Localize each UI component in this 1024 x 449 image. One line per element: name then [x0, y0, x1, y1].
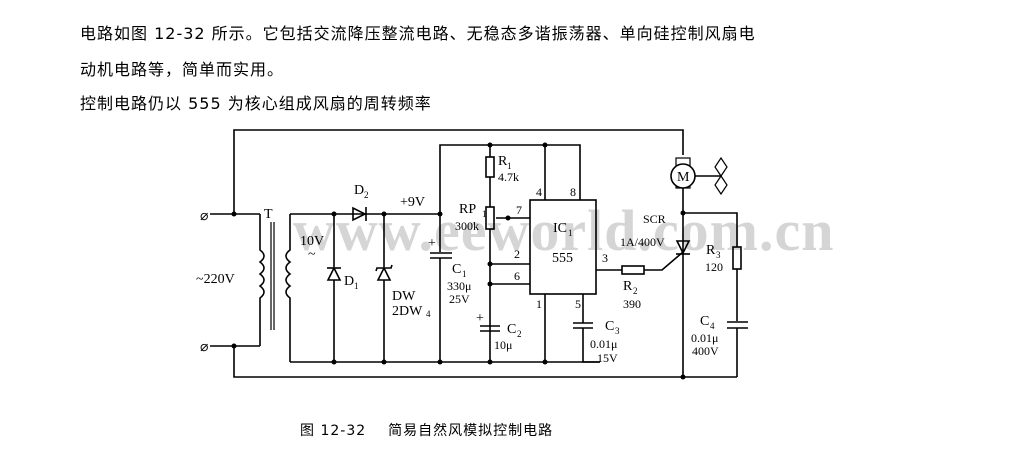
r2-sub: 2 [633, 286, 638, 296]
c4-sub: 4 [710, 321, 715, 331]
transformer-label: T [264, 207, 273, 222]
diode-d1-icon [326, 266, 342, 281]
pin-2-label: 2 [514, 247, 520, 261]
rp1-value: 300k [455, 219, 479, 233]
figure-title: 简易自然风模拟控制电路 [388, 423, 554, 439]
r2-value: 390 [623, 297, 641, 311]
diode-d2: D 2 [352, 183, 369, 222]
c3-value: 0.01μ [590, 337, 617, 351]
zener-icon [376, 266, 392, 281]
c2-polarity: + [476, 311, 484, 326]
d1-label: D [344, 274, 354, 289]
r3-sub: 3 [716, 250, 721, 260]
snubber: R 3 120 C 4 0.01μ 400V [683, 212, 748, 377]
r3-label: R [706, 243, 716, 258]
pin-4-label: 4 [536, 185, 542, 199]
ic1-part: 555 [552, 251, 573, 266]
diode-d1: D 1 [326, 211, 359, 365]
zener-dw: DW 2DW 4 [375, 211, 431, 365]
c1-rating: 25V [449, 292, 470, 306]
secondary-voltage-label: 10V [300, 234, 324, 249]
diode-d2-icon [352, 206, 367, 222]
ic-555: IC 1 555 4 8 7 2 6 3 1 5 [490, 185, 622, 365]
watermark: www.eeworld.com.cn [293, 198, 835, 263]
c4-rating: 400V [692, 344, 719, 358]
rp1-sub: 1 [482, 209, 487, 219]
ac-input-terminals: ⌀ ⌀ ~220V [196, 209, 260, 355]
pin-3-label: 3 [602, 251, 608, 265]
d2-sub: 2 [364, 190, 369, 200]
r1-icon [485, 156, 495, 178]
pin-6-label: 6 [514, 269, 520, 283]
resistor-r2: R 2 390 [621, 251, 684, 311]
scr: SCR 1A/400V [620, 188, 691, 380]
ac-symbol: ~ [308, 247, 316, 262]
fan-blade-icon [714, 156, 728, 196]
c2-label: C [507, 322, 516, 337]
c2-sub: 2 [517, 329, 522, 339]
d1-sub: 1 [354, 281, 359, 291]
r1-value: 4.7k [498, 170, 519, 184]
wire-snubber-top [683, 212, 738, 247]
input-voltage-label: ~220V [196, 272, 235, 287]
dw-label: DW [392, 289, 416, 304]
potentiometer-rp1: RP 1 300k [455, 202, 530, 365]
pin-8-label: 8 [570, 185, 576, 199]
r1-label: R [498, 154, 508, 169]
capacitor-c2: + C 2 10μ [476, 311, 522, 352]
terminal-top-icon: ⌀ [200, 209, 208, 224]
description-paragraph-3: 控制电路仍以 555 为核心组成风扇的周转频率 [80, 94, 432, 113]
pin-1-label: 1 [536, 297, 542, 311]
description-paragraph-2: 动机电路等，简单而实用。 [80, 60, 285, 79]
c1-value: 330μ [447, 279, 471, 293]
capacitor-c3: C 3 0.01μ 15V [573, 319, 620, 365]
r2-icon [621, 265, 645, 275]
c1-label: C [452, 262, 461, 277]
scr-icon [675, 240, 691, 255]
ic1-sub: 1 [568, 228, 573, 238]
figure-caption: 图 12-32 简易自然风模拟控制电路 [300, 420, 553, 440]
pin-7-label: 7 [516, 203, 522, 217]
motor-label: M [677, 170, 690, 185]
dw-part: 2DW [392, 304, 423, 319]
resistor-r1: R 1 4.7k [485, 142, 519, 207]
c1-polarity: + [428, 236, 436, 251]
r3-value: 120 [705, 260, 723, 274]
scr-label: SCR [643, 212, 666, 226]
ic1-label: IC [553, 221, 567, 236]
r1-sub: 1 [507, 161, 512, 171]
scr-rating: 1A/400V [620, 235, 665, 249]
fan-motor: M [670, 156, 728, 196]
wire-gate [644, 251, 684, 271]
c3-label: C [605, 319, 614, 334]
c4-label: C [700, 314, 709, 329]
c4-value: 0.01μ [691, 331, 718, 345]
d2-label: D [354, 183, 364, 198]
c2-value: 10μ [494, 338, 512, 352]
wire-vcc [439, 144, 581, 214]
description-paragraph-1: 电路如图 12-32 所示。它包括交流降压整流电路、无稳态多谐振荡器、单向硅控制… [80, 24, 756, 43]
supply-label: +9V [400, 195, 425, 210]
c3-sub: 3 [615, 326, 620, 336]
c3-rating: 15V [597, 351, 618, 365]
primary-winding-icon [258, 214, 265, 346]
pin-5-label: 5 [575, 297, 581, 311]
terminal-bottom-icon: ⌀ [200, 340, 208, 355]
ic1-body [529, 199, 597, 295]
c1-sub: 1 [462, 269, 467, 279]
figure-number: 图 12-32 [300, 423, 367, 439]
wire-top-loop [233, 129, 684, 214]
wire-bottom-loop [233, 346, 737, 378]
capacitor-c1: +9V + C 1 330μ 25V [400, 144, 581, 365]
rp1-label: RP [459, 202, 476, 217]
transformer: T 10V ~ [258, 207, 324, 362]
r2-label: R [623, 279, 633, 294]
dw-part-sub: 4 [426, 309, 431, 319]
secondary-winding-icon [285, 214, 292, 362]
